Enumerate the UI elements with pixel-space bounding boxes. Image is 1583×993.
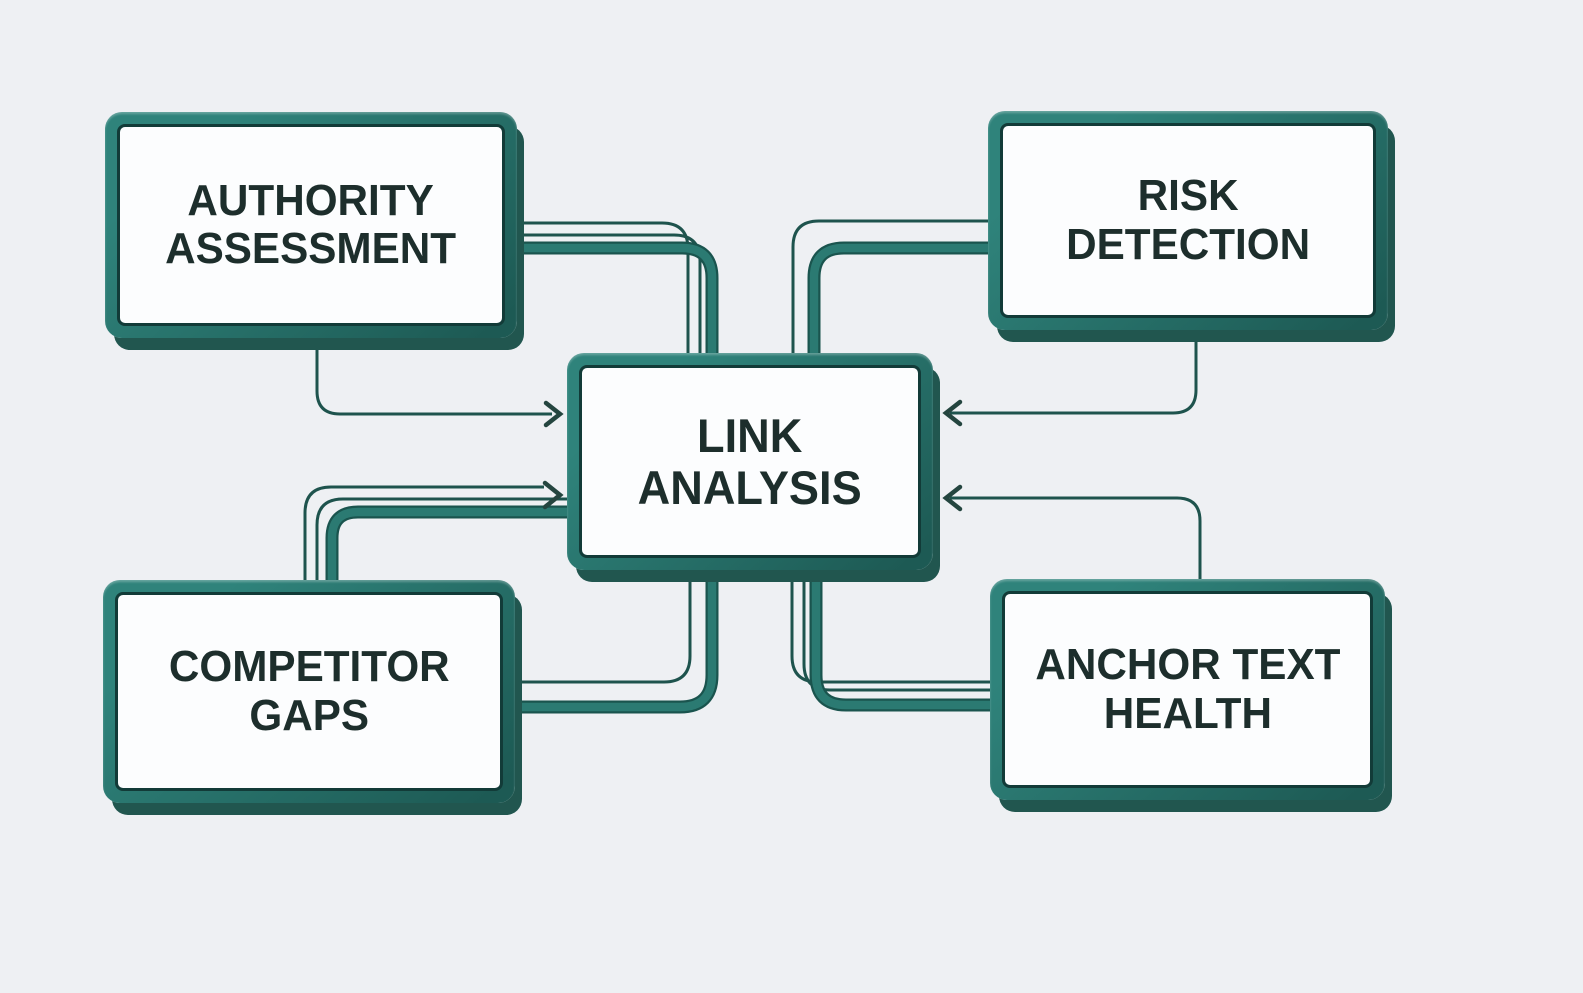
label-line2: GAPS <box>249 690 369 740</box>
node-anchor-text-health-panel: ANCHOR TEXT HEALTH <box>1002 591 1373 788</box>
label-line2: DETECTION <box>1065 219 1311 269</box>
node-authority-assessment-panel: AUTHORITY ASSESSMENT <box>117 124 505 326</box>
label-line2: HEALTH <box>1103 688 1272 738</box>
node-authority-assessment-label: AUTHORITY ASSESSMENT <box>165 175 457 274</box>
edge-authority-to-link-pipe <box>512 221 719 353</box>
edge-risk-to-link-pipe <box>791 219 995 353</box>
label-line2: ASSESSMENT <box>165 224 457 273</box>
edge-risk-to-link-arrow <box>942 328 1198 427</box>
node-competitor-gaps-panel: COMPETITOR GAPS <box>115 592 503 791</box>
label-line1: LINK <box>697 408 803 462</box>
node-authority-assessment: AUTHORITY ASSESSMENT <box>105 112 517 338</box>
edge-competitor-to-link-arrow-pipe <box>303 480 572 590</box>
edge-anchor-to-link-arrow <box>942 484 1202 581</box>
edge-competitor-to-link-pipe <box>508 572 719 714</box>
node-link-analysis: LINK ANALYSIS <box>567 353 933 570</box>
label-line1: RISK <box>1137 171 1239 221</box>
node-anchor-text-health: ANCHOR TEXT HEALTH <box>990 579 1385 800</box>
edge-anchor-to-link-pipe <box>790 572 998 712</box>
node-link-analysis-label: LINK ANALYSIS <box>637 408 862 514</box>
node-link-analysis-panel: LINK ANALYSIS <box>579 365 921 558</box>
node-competitor-gaps-label: COMPETITOR GAPS <box>168 642 450 740</box>
node-competitor-gaps: COMPETITOR GAPS <box>103 580 515 803</box>
label-line1: COMPETITOR <box>168 642 450 692</box>
node-risk-detection-panel: RISK DETECTION <box>1000 123 1376 318</box>
label-line1: ANCHOR TEXT <box>1034 640 1341 690</box>
node-risk-detection: RISK DETECTION <box>988 111 1388 330</box>
edge-authority-to-link-arrow <box>315 336 564 428</box>
label-line2: ANALYSIS <box>637 460 862 514</box>
node-anchor-text-health-label: ANCHOR TEXT HEALTH <box>1034 640 1341 738</box>
node-risk-detection-label: RISK DETECTION <box>1065 171 1311 269</box>
label-line1: AUTHORITY <box>187 175 435 225</box>
